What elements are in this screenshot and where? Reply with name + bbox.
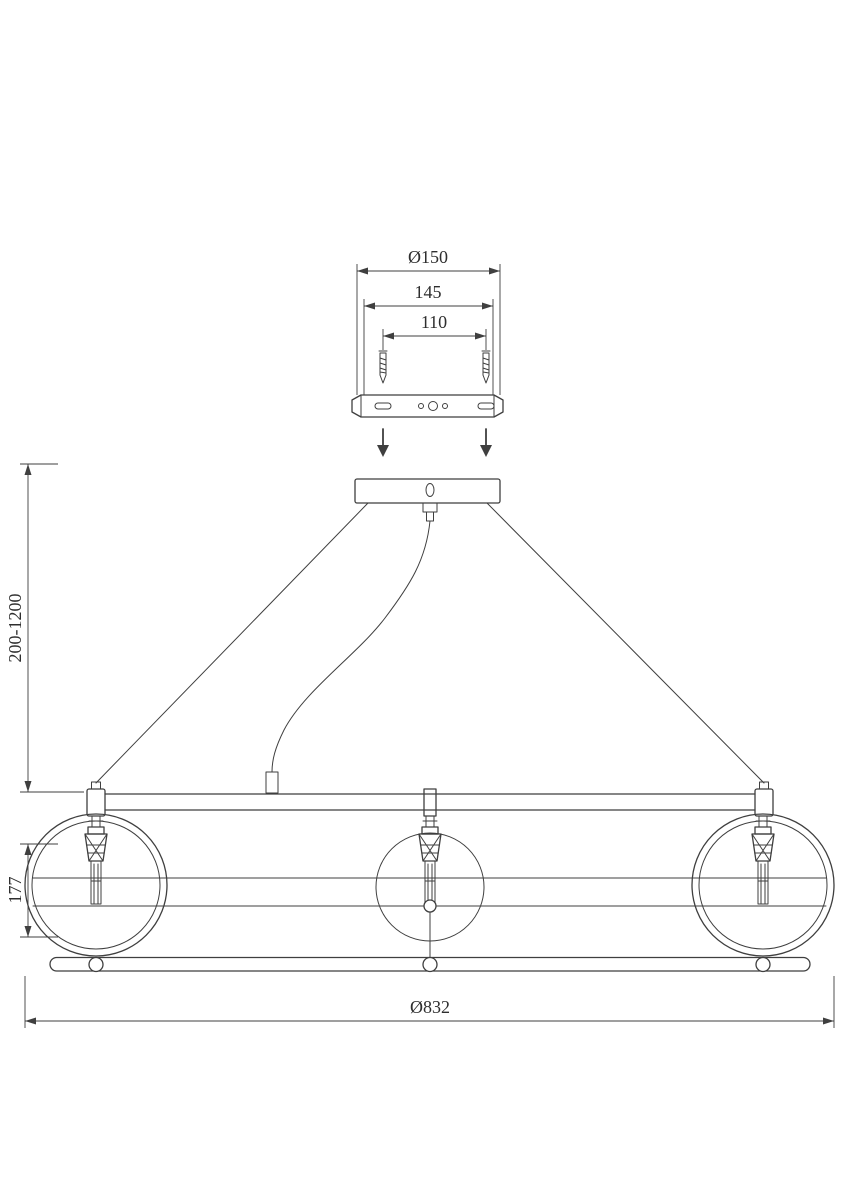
bottom-ring <box>49 956 811 973</box>
wall-anchor-left <box>378 350 388 384</box>
lamp-socket-right <box>751 815 775 905</box>
canopy-diameter-label: Ø150 <box>408 247 448 267</box>
suspension-wires <box>95 502 765 784</box>
suspension-height-label: 200-1200 <box>5 594 25 663</box>
cord-grip <box>422 502 438 513</box>
glass-shade-left <box>24 813 168 957</box>
lamp-socket-left <box>84 815 108 905</box>
ring-node-right <box>755 956 771 973</box>
ring-node-center <box>422 956 438 973</box>
ceiling-canopy <box>354 478 501 522</box>
stem-joint <box>423 899 437 913</box>
fixture-width-label: Ø832 <box>410 997 450 1017</box>
screw-spacing-label: 110 <box>421 312 447 332</box>
lamp-height-label: 177 <box>5 877 25 904</box>
mounting-bracket <box>351 394 504 418</box>
dimension-bracket-length: 145 <box>363 282 494 395</box>
bracket-length-label: 145 <box>415 282 442 302</box>
dimension-screw-spacing: 110 <box>382 312 487 350</box>
center-stem <box>423 899 437 959</box>
frame-bar <box>86 781 774 817</box>
dimension-fixture-width: Ø832 <box>24 976 835 1028</box>
cable-connector <box>265 771 279 794</box>
mounting-arrow-right <box>480 428 492 457</box>
frame-end-cap-right <box>754 788 774 817</box>
dimension-canopy-diameter: Ø150 <box>356 247 501 395</box>
canopy-loop <box>425 483 435 497</box>
ring-node-left <box>88 956 104 973</box>
dimension-suspension-height: 200-1200 <box>5 463 84 793</box>
glass-shade-right <box>691 813 835 957</box>
mounting-arrow-left <box>377 428 389 457</box>
frame-end-cap-left <box>86 788 106 817</box>
power-cable <box>265 520 431 794</box>
wall-anchor-right <box>481 350 491 384</box>
frame-center-fitting <box>423 788 437 817</box>
lamp-socket-center <box>418 815 442 905</box>
dimension-lamp-height: 177 <box>5 843 58 938</box>
